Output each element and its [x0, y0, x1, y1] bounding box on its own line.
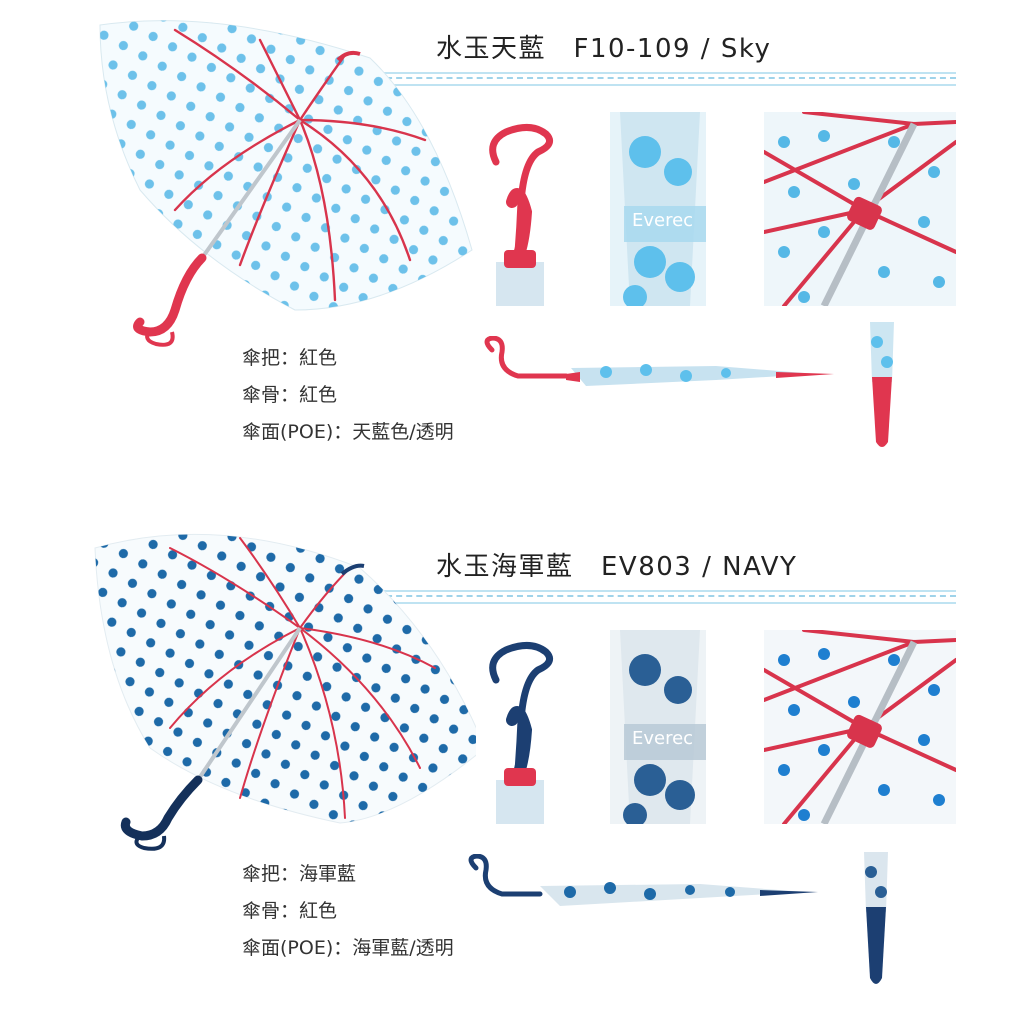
tip-closeup-photo	[856, 852, 896, 990]
handle-closeup-photo	[476, 630, 562, 824]
section-divider	[376, 590, 956, 604]
spec-ribs: 傘骨：紅色	[242, 384, 338, 406]
product-section-sky: 水玉天藍 F10-109 / Sky	[0, 0, 1024, 512]
product-title: 水玉天藍 F10-109 / Sky	[436, 34, 772, 64]
spec-canopy: 傘面(POE)：海軍藍/透明	[242, 937, 454, 959]
section-divider	[376, 72, 956, 86]
spec-handle: 傘把：海軍藍	[242, 863, 357, 885]
canopy-closeup-photo: Everec	[610, 630, 706, 824]
closed-umbrella-photo	[476, 336, 838, 406]
ribs-closeup-photo	[764, 630, 956, 824]
handle-closeup-photo	[476, 112, 562, 306]
spec-ribs: 傘骨：紅色	[242, 900, 338, 922]
canopy-closeup-photo: Everec	[610, 112, 706, 306]
ribs-closeup-photo	[764, 112, 956, 306]
spec-handle: 傘把：紅色	[242, 347, 338, 369]
spec-list: 傘把：海軍藍 傘骨：紅色 傘面(POE)：海軍藍/透明	[242, 856, 454, 967]
closed-umbrella-photo	[460, 854, 822, 924]
spec-canopy: 傘面(POE)：天藍色/透明	[242, 421, 454, 443]
open-umbrella-photo	[80, 10, 480, 360]
brand-label: Everec	[632, 728, 694, 749]
product-section-navy: 水玉海軍藍 EV803 / NAVY	[0, 518, 1024, 1030]
tip-closeup-photo	[862, 322, 902, 452]
open-umbrella-photo	[80, 518, 490, 858]
brand-label: Everec	[632, 210, 694, 231]
spec-list: 傘把：紅色 傘骨：紅色 傘面(POE)：天藍色/透明	[242, 340, 454, 451]
product-title: 水玉海軍藍 EV803 / NAVY	[436, 552, 798, 582]
